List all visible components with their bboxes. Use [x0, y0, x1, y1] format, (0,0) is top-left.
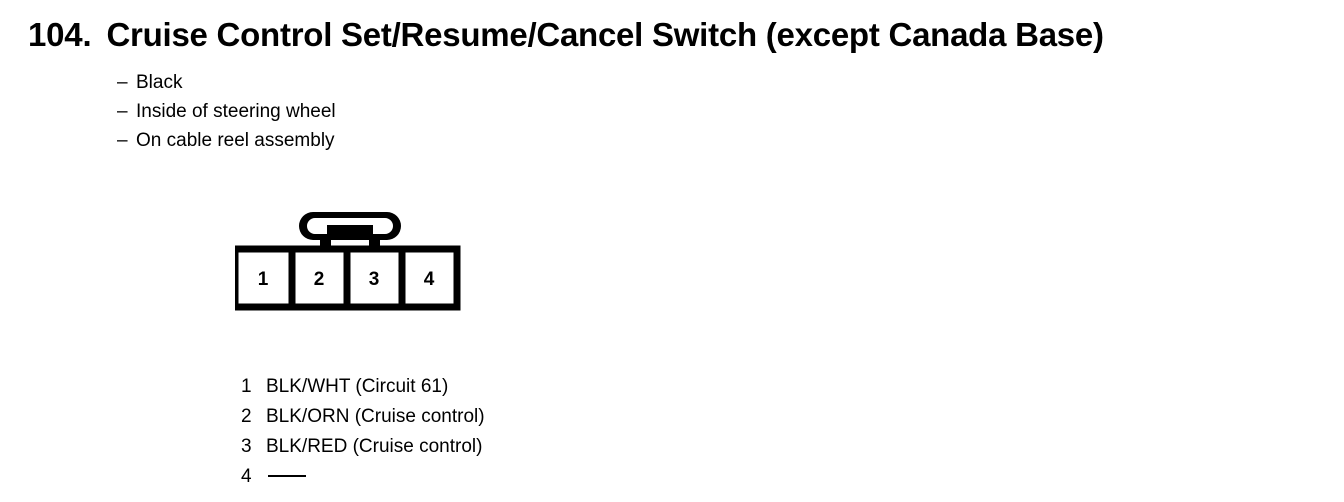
heading-number: 104.: [28, 16, 92, 53]
dash-bullet-icon: –: [117, 101, 128, 122]
pin-number: 2: [241, 406, 252, 427]
dash-bullet-icon: –: [117, 72, 128, 93]
connector-diagram: 1 2 3 4: [235, 211, 465, 311]
page-heading: 104. Cruise Control Set/Resume/Cancel Sw…: [28, 18, 1104, 51]
pin-description: BLK/ORN (Cruise control): [266, 406, 485, 427]
attribute-label: Inside of steering wheel: [136, 101, 336, 122]
pin-number: 3: [241, 436, 252, 457]
cavity-label-4: 4: [424, 269, 435, 290]
pin-row: 4: [241, 462, 485, 492]
cavity-dividers: [288, 249, 406, 307]
latch-tab-icon: [299, 212, 401, 249]
list-item: – Inside of steering wheel: [117, 97, 336, 126]
dash-bullet-icon: –: [117, 130, 128, 151]
pin-row: 2 BLK/ORN (Cruise control): [241, 402, 485, 432]
attribute-label: On cable reel assembly: [136, 130, 335, 151]
pin-description: BLK/RED (Cruise control): [266, 436, 483, 457]
pin-row: 3 BLK/RED (Cruise control): [241, 432, 485, 462]
page-title: Cruise Control Set/Resume/Cancel Switch …: [106, 16, 1104, 53]
pin-description: BLK/WHT (Circuit 61): [266, 376, 449, 397]
pin-assignment-list: 1 BLK/WHT (Circuit 61) 2 BLK/ORN (Cruise…: [241, 372, 485, 492]
pin-row: 1 BLK/WHT (Circuit 61): [241, 372, 485, 402]
connector-svg: 1 2 3 4: [235, 212, 461, 311]
list-item: – Black: [117, 68, 336, 97]
list-item: – On cable reel assembly: [117, 126, 336, 155]
attribute-list: – Black – Inside of steering wheel – On …: [117, 68, 336, 155]
attribute-label: Black: [136, 72, 183, 93]
cavity-label-1: 1: [258, 269, 269, 290]
pin-unused-dash-icon: [268, 475, 306, 477]
cavity-label-2: 2: [314, 269, 325, 290]
pin-number: 1: [241, 376, 252, 397]
cavity-label-3: 3: [369, 269, 380, 290]
pin-number: 4: [241, 466, 252, 487]
